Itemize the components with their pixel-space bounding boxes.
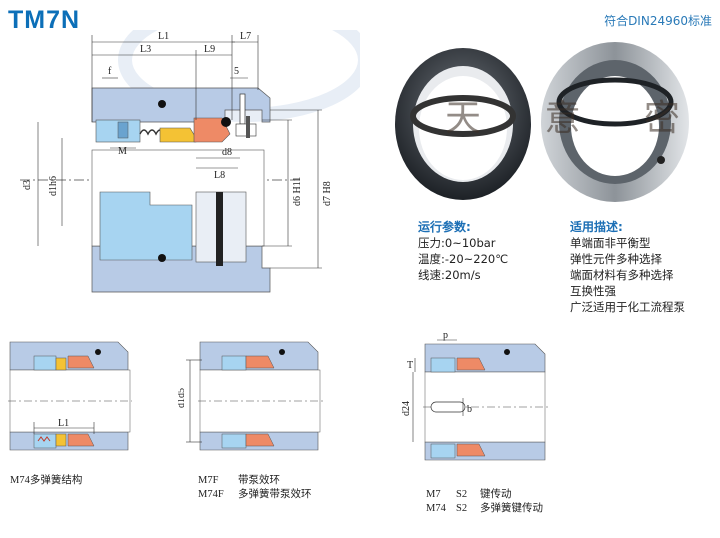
dim-l1: L1	[158, 31, 169, 42]
params-title: 运行参数:	[418, 220, 471, 234]
caption-row: M74 S2 多弹簧键传动	[426, 502, 616, 516]
caption-row: M74F 多弹簧带泵效环	[198, 488, 358, 502]
caption-desc: 多弹簧带泵效环	[238, 489, 312, 500]
v2-dim-d1-d5: d1d5	[178, 388, 187, 408]
params-block: 运行参数: 压力:0~10bar 温度:-20~220℃ 线速:20m/s	[418, 218, 508, 283]
v3-dim-b: b	[467, 404, 472, 415]
dim-f: f	[108, 66, 112, 77]
variant-m7f-caption: M7F 带泵效环 M74F 多弹簧带泵效环	[198, 474, 358, 502]
variant-m7f-drawing: d1d5	[178, 341, 324, 451]
desc-title: 适用描述:	[570, 220, 623, 234]
dim-l7: L7	[240, 31, 251, 42]
desc-item: 单端面非平衡型	[570, 236, 651, 250]
variant-m74-drawing: L1	[8, 341, 132, 451]
desc-block: 适用描述: 单端面非平衡型 弹性元件多种选择 端面材料有多种选择 互换性强 广泛…	[570, 218, 685, 315]
dim-d1h6: d1h6	[48, 176, 59, 196]
dim-l8: L8	[214, 170, 225, 181]
dim-m: M	[118, 146, 127, 157]
caption-code: M7F	[198, 475, 219, 486]
dim-d8: d8	[222, 147, 232, 158]
v1-dim-l1: L1	[58, 418, 69, 429]
param-speed: 线速:20m/s	[418, 268, 481, 282]
param-pressure: 压力:0~10bar	[418, 236, 496, 250]
variant-m7-s2-drawing: p T d24 b	[401, 332, 551, 461]
variant-m74-caption: M74多弹簧结构	[10, 475, 83, 486]
standard-label: 符合DIN24960标准	[604, 14, 712, 28]
main-section-drawing: L1 L7 L3 L9 f 5 M d8 L8 d3 d1h6 d6 H11 d…	[20, 30, 360, 293]
dim-l3: L3	[140, 44, 151, 55]
caption-sub: S2	[456, 489, 468, 500]
dim-l9: L9	[204, 44, 215, 55]
dim-d3: d3	[22, 180, 33, 190]
variant-m7-s2-caption: M7 S2 键传动 M74 S2 多弹簧键传动	[426, 488, 616, 516]
product-photo: 天 意 密 封	[395, 42, 715, 202]
dim-5: 5	[234, 66, 239, 77]
caption-code: M7	[426, 489, 441, 500]
caption-sub: S2	[456, 503, 468, 514]
v3-dim-p: p	[443, 332, 448, 341]
v3-dim-t: T	[407, 360, 413, 371]
model-title: TM7N	[8, 6, 81, 34]
photo-watermark: 天 意 密 封	[445, 98, 715, 139]
dim-d6-h11: d6 H11	[292, 177, 303, 206]
desc-item: 端面材料有多种选择	[570, 268, 674, 282]
desc-item: 互换性强	[570, 284, 616, 298]
dim-d7-h8: d7 H8	[322, 181, 333, 206]
caption-row: M7 S2 键传动	[426, 488, 616, 502]
caption-code: M74F	[198, 489, 224, 500]
caption-desc: 带泵效环	[238, 475, 280, 486]
caption-code: M74	[426, 503, 446, 514]
caption-desc: 键传动	[480, 489, 512, 500]
caption-row: M7F 带泵效环	[198, 474, 358, 488]
desc-item: 弹性元件多种选择	[570, 252, 662, 266]
desc-item: 广泛适用于化工流程泵	[570, 300, 685, 314]
caption-desc: 多弹簧键传动	[480, 503, 543, 514]
v3-dim-d24: d24	[401, 401, 412, 416]
param-temperature: 温度:-20~220℃	[418, 252, 509, 266]
